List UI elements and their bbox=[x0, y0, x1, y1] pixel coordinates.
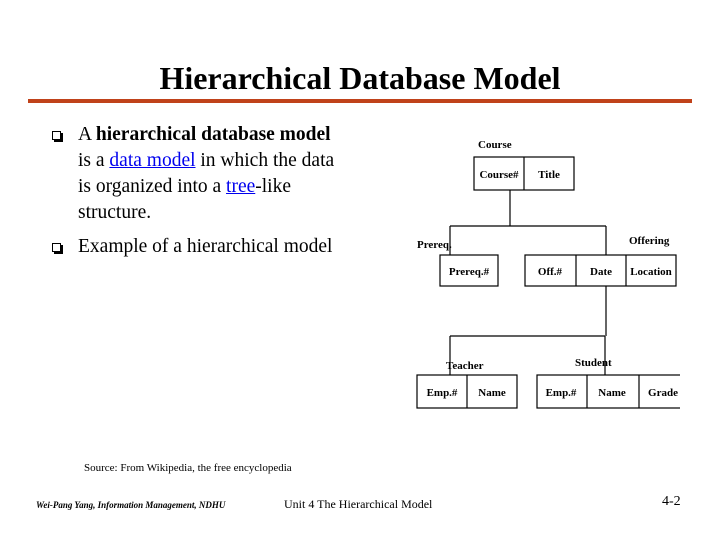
offering-field: Location bbox=[630, 266, 672, 278]
slide-title: Hierarchical Database Model bbox=[159, 60, 561, 96]
teacher-field: Name bbox=[478, 387, 506, 399]
bullet-list: A hierarchical database model is a data … bbox=[50, 122, 395, 268]
bullet-text: Example of a hierarchical model bbox=[78, 236, 333, 257]
tree-link[interactable]: tree bbox=[226, 176, 256, 197]
bullet-item-definition: A hierarchical database model is a data … bbox=[50, 122, 395, 226]
hierarchy-diagram: Course Course# Title Prereq. Prereq.# Of… bbox=[416, 139, 680, 409]
bullet-item-example: Example of a hierarchical model bbox=[50, 234, 395, 260]
student-label: Student bbox=[575, 357, 612, 369]
course-field: Title bbox=[538, 169, 560, 181]
offering-label: Offering bbox=[629, 235, 670, 247]
bullet-text-bold: hierarchical database model bbox=[95, 124, 331, 145]
course-label: Course bbox=[478, 139, 512, 151]
footer-author: Wei-Pang Yang, Information Management, N… bbox=[36, 500, 226, 510]
student-field: Grade bbox=[648, 387, 678, 399]
title-rule bbox=[28, 99, 692, 103]
student-field: Name bbox=[598, 387, 626, 399]
square-bullet-icon bbox=[52, 243, 61, 252]
student-field: Emp.# bbox=[546, 387, 577, 399]
course-field: Course# bbox=[479, 169, 519, 181]
page-number: 4-2 bbox=[662, 494, 681, 509]
data-model-link[interactable]: data model bbox=[109, 150, 196, 171]
offering-field: Date bbox=[590, 266, 612, 278]
prereq-label: Prereq. bbox=[417, 239, 452, 251]
teacher-field: Emp.# bbox=[427, 387, 458, 399]
bullet-text-prefix: A bbox=[78, 124, 96, 145]
bullet-text-line2-pre: is a bbox=[78, 150, 110, 171]
student-record-box bbox=[536, 374, 680, 409]
bullet-text-line4: structure. bbox=[78, 202, 152, 223]
prereq-record-box bbox=[439, 254, 499, 287]
bullet-text-line3-post: -like bbox=[255, 176, 291, 197]
prereq-field: Prereq.# bbox=[449, 266, 490, 278]
footer-unit-title: Unit 4 The Hierarchical Model bbox=[284, 497, 433, 511]
offering-field: Off.# bbox=[538, 266, 563, 278]
bullet-text-line2-post: in which the data bbox=[195, 150, 335, 171]
offering-record-box bbox=[524, 254, 677, 287]
teacher-label: Teacher bbox=[446, 360, 484, 372]
square-bullet-icon bbox=[52, 131, 61, 140]
source-caption: Source: From Wikipedia, the free encyclo… bbox=[84, 462, 292, 474]
bullet-text-line3-pre: is organized into a bbox=[78, 176, 227, 197]
